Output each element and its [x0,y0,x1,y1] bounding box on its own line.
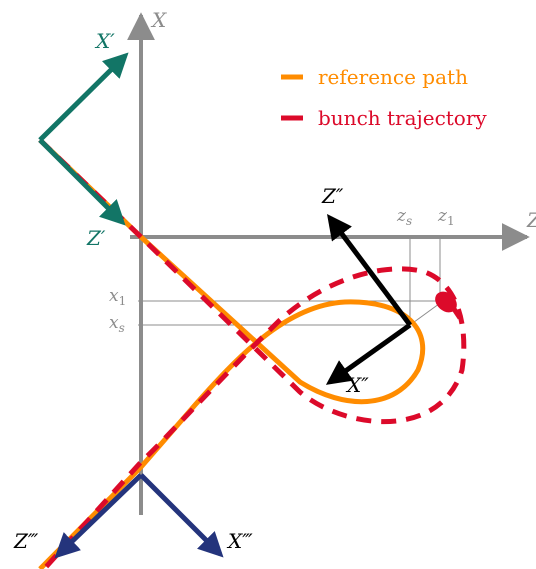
bunch-trajectory-curve [38,138,467,569]
frame-double-prime-x-label: X″ [345,373,369,397]
legend: reference path bunch trajectory [281,65,487,130]
frame-prime-z-arrow [38,138,126,226]
bunch-blob-tail [449,304,463,320]
frame-triple-prime-z-label: Z‴ [13,529,39,553]
x-axis-label: X [150,8,167,32]
z1-marker-label: z1 [437,206,455,228]
frame-prime-x-arrow [38,52,129,142]
xs-marker-label: xs [109,313,125,335]
frame-double-prime-z-arrow [327,213,413,327]
frame-prime-z-label: Z′ [86,226,106,250]
frame-triple-prime-z-arrow [54,473,143,559]
legend-reference-label: reference path [318,65,468,89]
legend-bunch-label: bunch trajectory [318,106,487,130]
frame-double-prime-z-label: Z″ [321,184,344,208]
frame-double-prime-x-arrow [325,322,412,385]
frame-triple-prime-x-arrow [139,473,224,558]
z-axis-label: Z [526,208,536,232]
frame-triple-prime-x-label: X‴ [226,529,253,553]
x1-marker-label: x1 [109,286,126,308]
frame-prime-x-label: X′ [94,29,115,53]
zs-marker-label: zs [396,206,412,228]
